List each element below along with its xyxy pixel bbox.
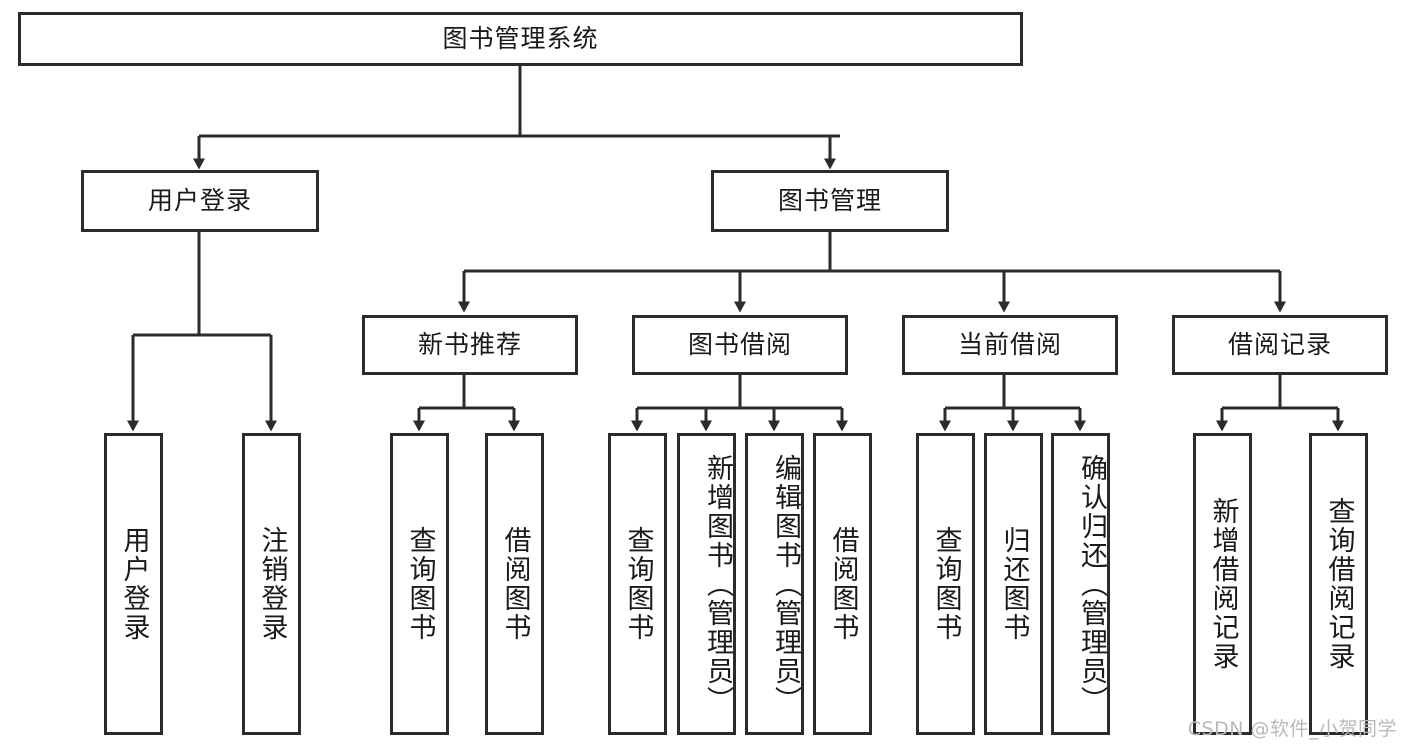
node-label: 用户登录: [147, 185, 252, 215]
watermark: CSDN @软件_小贺同学: [1187, 718, 1397, 740]
node-label: 新书推荐: [417, 329, 522, 359]
node-label: 查询图书: [622, 526, 654, 642]
node-current-borrow[interactable]: 当前借阅: [902, 315, 1118, 375]
node-label: 图书管理系统: [442, 23, 599, 53]
node-label: 借阅图书: [499, 526, 531, 642]
node-label: 借阅图书: [827, 526, 859, 642]
node-root-book-management-system[interactable]: 图书管理系统: [18, 12, 1023, 66]
leaf-user-login[interactable]: 用户登录: [104, 433, 163, 735]
node-label: 查询图书: [930, 526, 962, 642]
node-label: 查询借阅记录: [1323, 497, 1355, 671]
leaf-query-book-borrow[interactable]: 查询图书: [608, 433, 667, 735]
leaf-query-borrow-record[interactable]: 查询借阅记录: [1309, 433, 1368, 735]
leaf-query-book-current[interactable]: 查询图书: [916, 433, 975, 735]
node-label: 注销登录: [256, 526, 288, 642]
node-label: 当前借阅: [957, 329, 1062, 359]
node-label: 查询图书: [404, 526, 436, 642]
node-user-login[interactable]: 用户登录: [81, 170, 319, 232]
node-label: 新增图书（管理员）: [702, 453, 733, 715]
node-label: 新增借阅记录: [1207, 497, 1239, 671]
leaf-add-book-admin[interactable]: 新增图书（管理员）: [677, 433, 736, 735]
node-label: 用户登录: [118, 526, 150, 642]
node-label: 归还图书: [998, 526, 1030, 642]
node-label: 编辑图书（管理员）: [770, 453, 801, 715]
leaf-logout[interactable]: 注销登录: [242, 433, 301, 735]
leaf-add-borrow-record[interactable]: 新增借阅记录: [1193, 433, 1252, 735]
node-label: 图书管理: [777, 185, 882, 215]
node-label: 图书借阅: [687, 329, 792, 359]
node-book-borrow[interactable]: 图书借阅: [632, 315, 848, 375]
node-label: 确认归还（管理员）: [1076, 453, 1107, 715]
node-label: 借阅记录: [1227, 329, 1332, 359]
leaf-return-book[interactable]: 归还图书: [984, 433, 1043, 735]
node-book-management[interactable]: 图书管理: [711, 170, 949, 232]
node-new-book-recommend[interactable]: 新书推荐: [362, 315, 578, 375]
leaf-borrow-book-borrow[interactable]: 借阅图书: [813, 433, 872, 735]
leaf-edit-book-admin[interactable]: 编辑图书（管理员）: [745, 433, 804, 735]
node-borrow-record[interactable]: 借阅记录: [1172, 315, 1388, 375]
leaf-borrow-book-new[interactable]: 借阅图书: [485, 433, 544, 735]
leaf-confirm-return-admin[interactable]: 确认归还（管理员）: [1051, 433, 1110, 735]
leaf-query-book-new[interactable]: 查询图书: [390, 433, 449, 735]
